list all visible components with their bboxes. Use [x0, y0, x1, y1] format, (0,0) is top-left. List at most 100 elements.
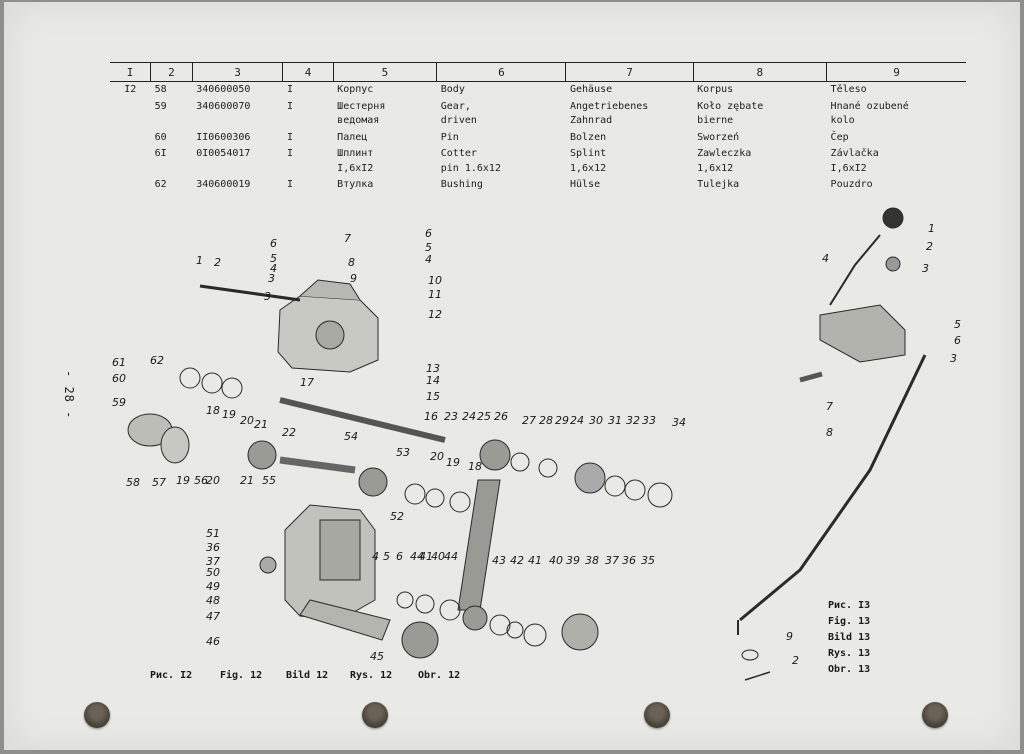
- col-header: 4: [282, 62, 334, 82]
- callout-label: 34: [672, 416, 686, 429]
- callout-label: 25: [477, 410, 491, 423]
- callout-label: 15: [426, 390, 440, 403]
- callout-label: 50: [206, 566, 220, 579]
- callout-label: 57: [152, 476, 166, 489]
- callout-label: 35: [641, 554, 655, 567]
- callout-label: 3: [268, 272, 275, 285]
- callout-label: 44: [444, 550, 458, 563]
- callout-label: 18: [468, 460, 482, 473]
- callout-label: 42: [510, 554, 524, 567]
- figure-caption: Рис. I3: [828, 600, 870, 611]
- cell-qty: I: [286, 84, 294, 95]
- col-header: 8: [692, 62, 827, 82]
- callout-label: 62: [150, 354, 164, 367]
- col-header: 6: [436, 62, 566, 82]
- callout-label: 4: [822, 252, 829, 265]
- callout-label: 38: [585, 554, 599, 567]
- callout-label: 27: [522, 414, 536, 427]
- callout-label: 41: [419, 550, 433, 563]
- callout-label: 4: [270, 262, 277, 275]
- cell-en: Gear,driven: [440, 100, 477, 127]
- cell-code: 0I0054017: [196, 148, 251, 159]
- callout-label: 44: [410, 550, 424, 563]
- cell-qty: I: [286, 179, 294, 190]
- callout-label: 24: [462, 410, 476, 423]
- callout-label: 7: [826, 400, 833, 413]
- col-header: 5: [332, 62, 437, 82]
- callout-label: 54: [344, 430, 358, 443]
- callout-label: 45: [370, 650, 384, 663]
- callout-label: 17: [300, 376, 314, 389]
- callout-label: 19: [222, 408, 236, 421]
- cell-de: Gehäuse: [569, 84, 613, 95]
- callout-label: 9: [350, 272, 357, 285]
- callout-label: 8: [348, 256, 355, 269]
- callout-label: 3: [922, 262, 929, 275]
- callout-label: 7: [344, 232, 351, 245]
- cell-en: Pin: [440, 131, 459, 143]
- callout-label: 61: [112, 356, 126, 369]
- callout-label: 41: [528, 554, 542, 567]
- cell-pos: 62: [154, 179, 167, 190]
- figure-caption: Rys. 12: [350, 670, 392, 681]
- callout-label: 4: [425, 253, 432, 266]
- cell-qty: I: [286, 131, 294, 143]
- callout-label: 52: [390, 510, 404, 523]
- callout-label: 1: [928, 222, 935, 235]
- cell-pos: 58: [154, 84, 167, 95]
- callout-label: 55: [262, 474, 276, 487]
- callout-label: 6: [270, 237, 277, 250]
- callout-label: 1: [196, 254, 203, 267]
- callout-label: 37: [605, 554, 619, 567]
- col-header: 7: [565, 62, 694, 82]
- callout-label: 46: [206, 635, 220, 648]
- callout-label: 4: [372, 550, 379, 563]
- figure-caption: Bild 12: [286, 669, 328, 681]
- cell-pl: Sworzeń: [697, 131, 740, 143]
- callout-label: 40: [431, 550, 445, 563]
- cell-code: 340600019: [196, 179, 251, 190]
- cell-cs: Pouzdro: [830, 179, 873, 190]
- figure-caption: Fig. 13: [828, 615, 870, 627]
- callout-label: 32: [626, 414, 640, 427]
- callout-label: 2: [926, 240, 933, 253]
- cell-code: 340600070: [196, 100, 251, 112]
- figure-caption: Bild 13: [828, 631, 870, 643]
- cell-pl: Korpus: [697, 84, 734, 95]
- binder-hole: [644, 702, 670, 728]
- callout-label: 2: [792, 654, 799, 667]
- binder-hole: [84, 702, 110, 728]
- callout-label: 20: [240, 414, 254, 427]
- cell-pos: 60: [154, 131, 167, 143]
- binder-hole: [362, 702, 388, 728]
- cell-de: Bolzen: [569, 131, 607, 143]
- callout-label: 30: [589, 414, 603, 427]
- callout-label: 13: [426, 362, 440, 375]
- callout-label: 19: [446, 456, 460, 469]
- col-header: 2: [150, 62, 193, 82]
- col-header: 9: [826, 62, 966, 82]
- callout-label: 3: [950, 352, 957, 365]
- callout-label: 5: [270, 252, 277, 265]
- callout-label: 3: [264, 290, 271, 303]
- group-cell: I2: [124, 84, 137, 95]
- callout-label: 2: [214, 256, 221, 269]
- callout-label: 37: [206, 555, 220, 568]
- cell-cs: Čep: [830, 131, 849, 143]
- callout-label: 53: [396, 446, 410, 459]
- callout-label: 16: [424, 410, 438, 423]
- callout-label: 11: [428, 288, 442, 301]
- figure-caption: Obr. 13: [828, 664, 870, 675]
